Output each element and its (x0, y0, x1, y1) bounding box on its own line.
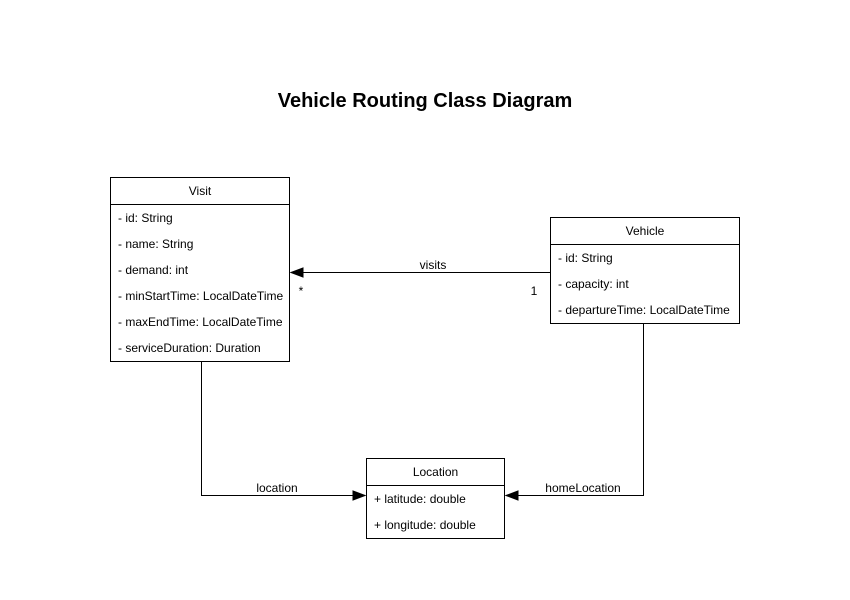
class-visit-attribute: - minStartTime: LocalDateTime (118, 289, 284, 303)
class-visit-attribute: - id: String (118, 211, 173, 225)
edge-label-home-location: homeLocation (536, 481, 630, 495)
class-location-title: Location (367, 459, 504, 486)
class-vehicle-attribute: - capacity: int (558, 277, 629, 291)
arrowhead-location-icon (352, 490, 367, 501)
class-location: Location + latitude: double + longitude:… (366, 458, 505, 539)
edge-label-location: location (235, 481, 319, 495)
diagram-title: Vehicle Routing Class Diagram (277, 90, 573, 112)
class-visit-attribute: - serviceDuration: Duration (118, 341, 261, 355)
connector-location-line (201, 360, 356, 496)
class-location-attribute: + latitude: double (374, 492, 466, 506)
class-visit-attribute: - name: String (118, 237, 194, 251)
class-visit: Visit - id: String - name: String - dema… (110, 177, 290, 362)
edge-label-visits: visits (391, 258, 475, 272)
class-visit-attribute: - demand: int (118, 263, 189, 277)
class-vehicle: Vehicle - id: String - capacity: int - d… (550, 217, 740, 324)
multiplicity-visits-source: 1 (530, 284, 538, 298)
connector-home-location (504, 321, 644, 501)
class-visit-attribute: - maxEndTime: LocalDateTime (118, 315, 283, 329)
class-vehicle-attribute: - id: String (558, 251, 613, 265)
arrowhead-visits-icon (289, 267, 304, 278)
class-vehicle-title: Vehicle (551, 218, 739, 245)
arrowhead-home-location-icon (504, 490, 519, 501)
class-vehicle-attribute: - departureTime: LocalDateTime (558, 303, 730, 317)
class-visit-title: Visit (111, 178, 289, 205)
connector-location (201, 360, 367, 501)
multiplicity-visits-target: * (298, 284, 304, 298)
class-location-attribute: + longitude: double (374, 518, 476, 532)
connector-home-location-line (515, 321, 644, 496)
